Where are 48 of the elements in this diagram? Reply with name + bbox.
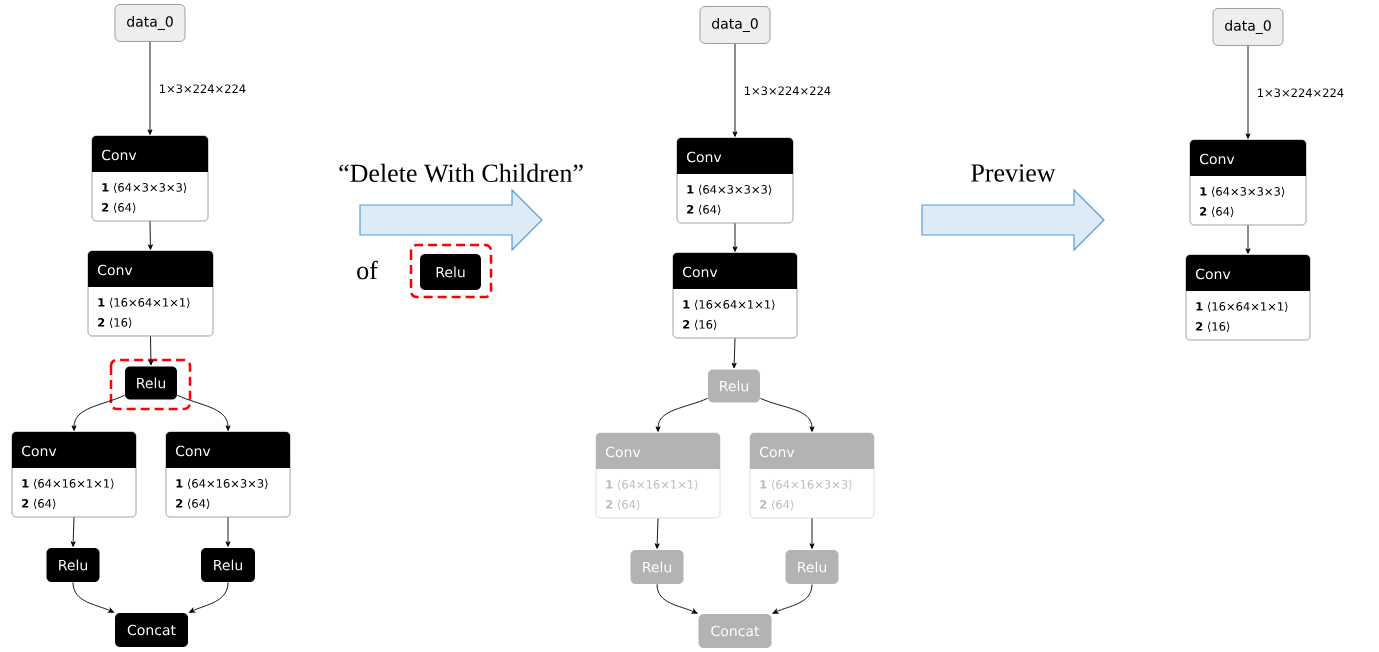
arrow: [176, 394, 231, 431]
operator-box: Relu: [708, 369, 760, 403]
edge-label: 1×3×224×224: [745, 86, 831, 96]
arrow: [147, 41, 153, 135]
operator-box: Relu: [630, 550, 684, 584]
input-box: data_0: [1212, 8, 1284, 46]
arrow: [71, 394, 126, 431]
arrow: [656, 583, 698, 614]
operator-box: Concat: [115, 613, 188, 647]
arrow: [654, 517, 660, 549]
operator-box: Relu: [420, 254, 481, 290]
arrow: [225, 516, 231, 547]
arrow: [655, 397, 709, 432]
arrow: [772, 583, 813, 614]
arrow: [809, 517, 815, 549]
arrow: [148, 335, 154, 366]
caption-text: “Delete With Children”: [339, 163, 583, 183]
operator-box: Relu: [201, 548, 255, 582]
layer-box: Conv 1 ⟨16×64×1×1⟩ 2 ⟨16⟩: [672, 252, 798, 339]
input-box: data_0: [699, 6, 771, 44]
layer-box: Conv 1 ⟨64×3×3×3⟩ 2 ⟨64⟩: [1189, 139, 1307, 226]
arrow: [189, 581, 229, 613]
layer-box: Conv 1 ⟨64×3×3×3⟩ 2 ⟨64⟩: [676, 137, 794, 224]
layer-box: Conv 1 ⟨64×16×3×3⟩ 2 ⟨64⟩: [165, 431, 291, 518]
input-box: data_0: [114, 4, 186, 42]
caption-text: Preview: [971, 164, 1056, 182]
layer-box: Conv 1 ⟨64×16×1×1⟩ 2 ⟨64⟩: [11, 431, 137, 518]
operator-box: Relu: [125, 366, 177, 400]
layer-box: Conv 1 ⟨16×64×1×1⟩ 2 ⟨16⟩: [87, 250, 214, 337]
operator-box: Relu: [46, 548, 100, 582]
arrow: [147, 220, 153, 250]
arrow: [732, 222, 738, 252]
edge-label: 1×3×224×224: [1258, 88, 1344, 98]
operator-box: Relu: [785, 550, 839, 584]
arrow: [759, 397, 815, 432]
arrow: [72, 581, 114, 613]
arrow: [732, 43, 738, 137]
arrow: [1245, 45, 1251, 139]
layer-box: Conv 1 ⟨64×16×1×1⟩ 2 ⟨64⟩: [595, 432, 721, 519]
layer-box: Conv 1 ⟨64×3×3×3⟩ 2 ⟨64⟩: [91, 135, 209, 222]
arrow: [1245, 224, 1251, 254]
operator-box: Concat: [698, 614, 772, 648]
layer-box: Conv 1 ⟨16×64×1×1⟩ 2 ⟨16⟩: [1185, 254, 1311, 341]
arrow: [70, 516, 76, 547]
caption-text: of: [357, 260, 378, 280]
edge-label: 1×3×224×224: [160, 84, 246, 94]
layer-box: Conv 1 ⟨64×16×3×3⟩ 2 ⟨64⟩: [749, 432, 875, 519]
arrow: [731, 337, 737, 369]
